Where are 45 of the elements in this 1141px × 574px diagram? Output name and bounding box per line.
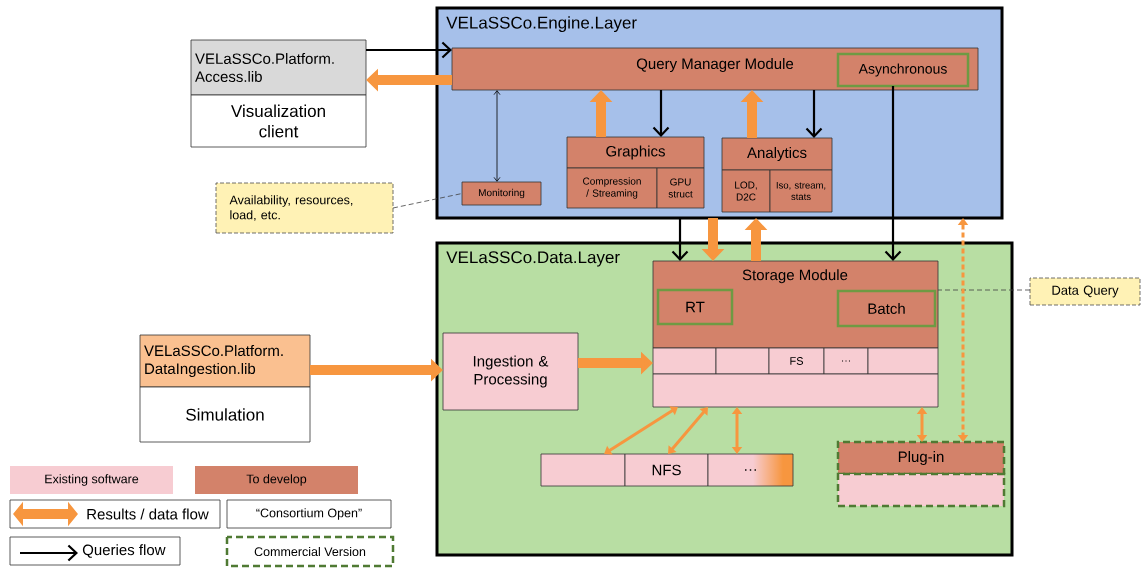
storage-box: NFS — [624, 453, 709, 487]
library-box: VELaSSCo.Platform. Access.lib — [190, 39, 367, 96]
arrow — [731, 407, 743, 454]
component-box: LOD, D2C — [721, 169, 771, 213]
plugin-box: Plug-in — [836, 440, 1006, 476]
arrow — [805, 90, 823, 138]
component-box: Compression / Streaming — [566, 167, 658, 209]
arrow — [884, 86, 902, 261]
client-box: Simulation — [139, 386, 311, 443]
component-box: Ingestion & Processing — [442, 332, 579, 411]
component-box — [715, 347, 770, 375]
arrow — [957, 218, 969, 442]
arrow — [366, 41, 452, 59]
client-box: Visualization client — [190, 94, 367, 148]
legend-label: Results / data flow — [87, 508, 209, 520]
component-box: Monitoring — [461, 181, 542, 206]
legend-label: Existing software — [45, 474, 139, 486]
arrow — [604, 406, 678, 455]
arrow — [493, 90, 501, 182]
legend-label: “Consortium Open” — [256, 508, 362, 520]
component-box — [867, 347, 939, 375]
component-box: RT — [656, 288, 734, 326]
arrow — [916, 407, 928, 442]
component-box: FS — [768, 347, 825, 375]
component-box: GPU struct — [656, 167, 705, 209]
leader-line — [392, 193, 463, 209]
note-box: Availability, resources, load, etc. — [215, 182, 394, 234]
component-box: Iso, stream, stats — [769, 169, 833, 213]
legend-label: To develop — [246, 474, 307, 486]
storage-box — [540, 453, 626, 487]
arrow — [652, 90, 670, 137]
component-box — [836, 472, 1006, 508]
leader-line — [937, 289, 1031, 291]
component-box: … — [823, 347, 869, 375]
legend-label: Commercial Version — [254, 546, 366, 557]
note-box: Data Query — [1029, 277, 1141, 306]
arrow — [671, 218, 689, 261]
module-box: Analytics — [721, 137, 833, 171]
component-box: Asynchronous — [836, 52, 970, 88]
storage-box: … — [707, 453, 794, 487]
component-box: Batch — [836, 289, 937, 328]
component-box — [652, 347, 717, 375]
legend-label: Queries flow — [82, 544, 166, 558]
arrow — [668, 407, 708, 454]
library-box: VELaSSCo.Platform. DataIngestion.lib — [139, 334, 311, 388]
